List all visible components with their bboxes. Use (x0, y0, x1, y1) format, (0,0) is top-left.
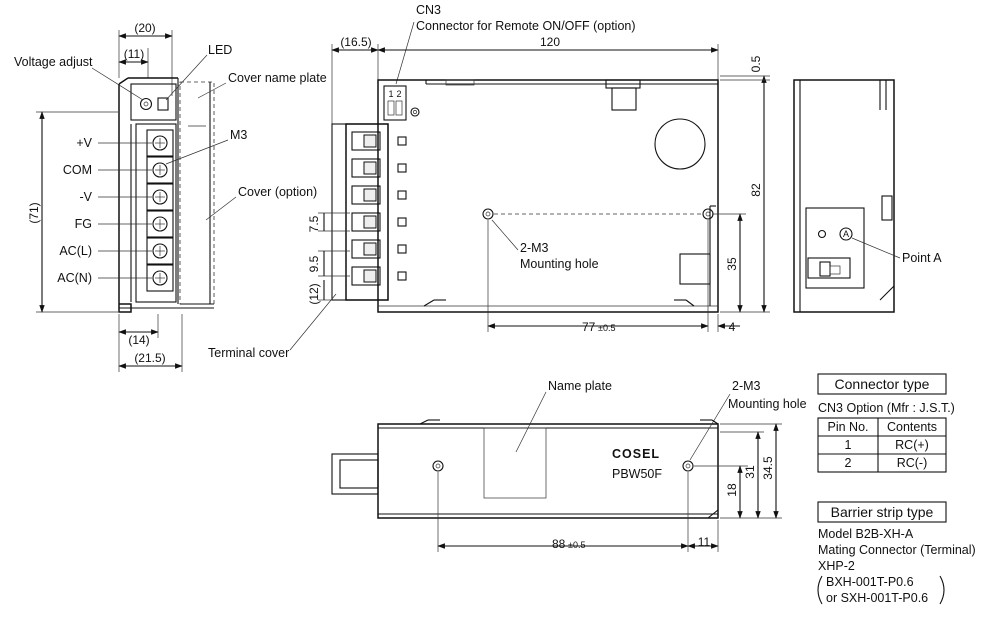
table-cell-content-2: RC(-) (897, 456, 928, 470)
point-a-marker: A (843, 229, 849, 239)
barrier-line-3: XHP-2 (818, 559, 855, 573)
label-cn3-desc: Connector for Remote ON/OFF (option) (416, 19, 636, 33)
table-cell-pin-1: 1 (845, 438, 852, 452)
connector-type-section: Connector type CN3 Option (Mfr : J.S.T.)… (817, 373, 955, 473)
terminal-label-nv: -V (80, 190, 93, 204)
dim-34-5: 34.5 (761, 456, 775, 480)
label-cover-option: Cover (option) (238, 185, 317, 199)
connector-type-title: Connector type (835, 376, 930, 392)
label-mounting-hole: Mounting hole (520, 257, 599, 271)
dim-77-tolerance: ±0.5 (598, 323, 615, 333)
label-mounting-qty: 2-M3 (520, 241, 549, 255)
dim-12: (12) (307, 283, 321, 304)
table-header-pin: Pin No. (828, 420, 869, 434)
dim-88: 88 (552, 537, 566, 551)
barrier-line-5: or SXH-001T-P0.6 (826, 591, 928, 605)
dim-7-5: 7.5 (307, 215, 321, 232)
barrier-line-4: BXH-001T-P0.6 (826, 575, 914, 589)
dim-11: (11) (124, 47, 144, 61)
cn3-pin2: 2 (396, 89, 401, 99)
front-terminal-screws (146, 129, 174, 292)
top-terminal-slots (351, 131, 407, 286)
label-m3: M3 (230, 128, 247, 142)
cn3-pin1: 1 (388, 89, 393, 99)
barrier-strip-section: Barrier strip type Model B2B-XH-A Mating… (817, 501, 976, 605)
label-terminal-cover: Terminal cover (208, 346, 289, 360)
dim-14: (14) (128, 333, 149, 347)
barrier-line-1: Model B2B-XH-A (818, 527, 914, 541)
dim-82: 82 (749, 183, 763, 197)
terminal-label-pv: +V (76, 136, 92, 150)
table-header-contents: Contents (887, 420, 937, 434)
dim-71: (71) (27, 202, 41, 223)
table-cell-pin-2: 2 (845, 456, 852, 470)
dim-18: 18 (725, 483, 739, 497)
dim-11-bottom: 11 (698, 535, 711, 549)
label-cover-name-plate: Cover name plate (228, 71, 327, 85)
brand-logo: COSEL (612, 447, 660, 461)
terminal-label-com: COM (63, 163, 92, 177)
barrier-strip-title: Barrier strip type (831, 504, 934, 520)
top-view: CN3 Connector for Remote ON/OFF (option)… (208, 3, 770, 360)
side-view: A Point A (793, 79, 942, 313)
label-bottom-mounting-qty: 2-M3 (732, 379, 761, 393)
dim-21-5: (21.5) (134, 351, 165, 365)
bottom-view: Name plate 2-M3 Mounting hole COSEL PBW5… (331, 379, 807, 552)
model-number: PBW50F (612, 467, 662, 481)
dim-120: 120 (540, 35, 560, 49)
front-view: (20) (11) (14, 21, 327, 372)
dim-77: 77 (582, 320, 596, 334)
label-point-a: Point A (902, 251, 942, 265)
dim-20: (20) (134, 21, 155, 35)
terminal-label-acl: AC(L) (59, 244, 92, 258)
dim-9-5: 9.5 (307, 255, 321, 272)
terminal-label-fg: FG (75, 217, 92, 231)
barrier-line-2: Mating Connector (Terminal) (818, 543, 976, 557)
connector-type-subtitle: CN3 Option (Mfr : J.S.T.) (818, 401, 955, 415)
dim-0-5: 0.5 (749, 55, 763, 72)
dim-31: 31 (743, 465, 757, 479)
dim-4: 4 (729, 320, 736, 334)
label-cn3: CN3 (416, 3, 441, 17)
terminal-label-acn: AC(N) (57, 271, 92, 285)
dim-35: 35 (725, 257, 739, 271)
dim-16-5: (16.5) (340, 35, 371, 49)
dim-88-tolerance: ±0.5 (568, 540, 585, 550)
label-name-plate: Name plate (548, 379, 612, 393)
label-bottom-mounting-hole: Mounting hole (728, 397, 807, 411)
table-cell-content-1: RC(+) (895, 438, 929, 452)
label-led: LED (208, 43, 232, 57)
label-voltage-adjust: Voltage adjust (14, 55, 93, 69)
